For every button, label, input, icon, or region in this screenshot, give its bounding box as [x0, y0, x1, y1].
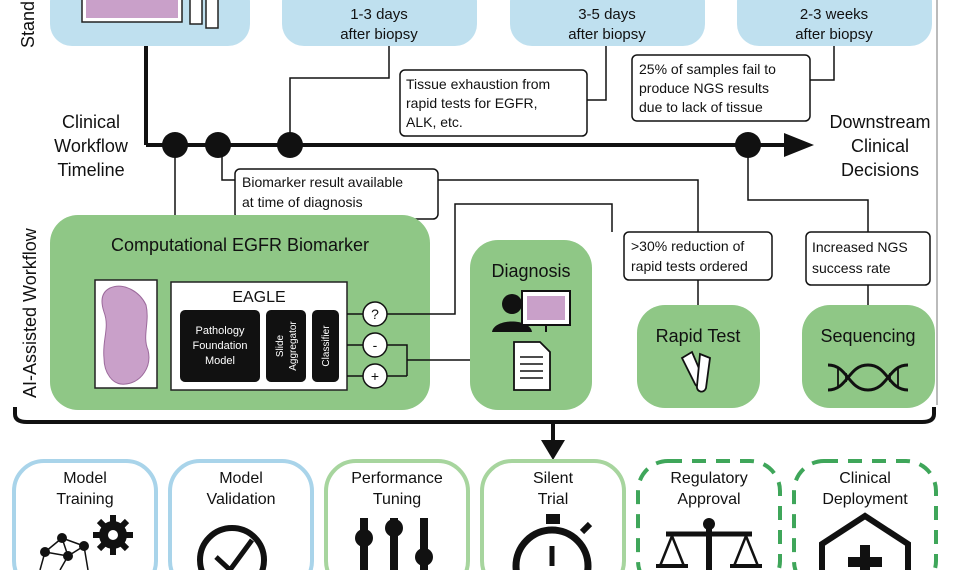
down-arrowhead [541, 440, 565, 460]
svg-text:after biopsy: after biopsy [568, 26, 646, 43]
ai-workflow-label: AI-Assisted Workflow [20, 227, 40, 398]
svg-text:Deployment: Deployment [822, 491, 908, 508]
svg-text:due to lack of tissue: due to lack of tissue [639, 99, 763, 115]
svg-text:Approval: Approval [677, 491, 740, 508]
pathologist-icon [492, 290, 571, 332]
svg-text:rapid tests for EGFR,: rapid tests for EGFR, [406, 95, 537, 111]
svg-text:Tissue exhaustion from: Tissue exhaustion from [406, 76, 550, 92]
svg-text:Pathology: Pathology [196, 325, 245, 337]
svg-text:after biopsy: after biopsy [795, 26, 873, 43]
report-document-icon [513, 341, 551, 391]
svg-text:rapid tests ordered: rapid tests ordered [631, 258, 748, 274]
svg-text:Trial: Trial [538, 491, 569, 508]
svg-text:Clinical: Clinical [851, 136, 909, 156]
foundation-model-block [180, 310, 260, 382]
svg-text:Slide: Slide [275, 334, 286, 357]
slide-aggregator-label: Slide Aggregator [275, 321, 299, 371]
network-gear-icon [39, 515, 133, 571]
svg-text:Model: Model [205, 355, 235, 367]
output-negative: - [362, 332, 388, 358]
svg-text:+: + [371, 368, 379, 384]
slide-stack-icon [81, 0, 219, 29]
top-box-2: 3-5 days after biopsy [510, 0, 705, 46]
svg-text:Downstream: Downstream [829, 112, 930, 132]
svg-text:Tuning: Tuning [373, 491, 421, 508]
note-tissue-exhaustion: Tissue exhaustion from rapid tests for E… [399, 69, 588, 137]
classifier-block [312, 310, 339, 382]
diagnosis-label: Diagnosis [491, 261, 570, 281]
svg-text:Model: Model [63, 470, 107, 487]
svg-text:ALK, etc.: ALK, etc. [406, 114, 463, 130]
top-box-3: 2-3 weeks after biopsy [737, 0, 932, 46]
rapid-test-card [637, 305, 760, 408]
scales-icon [656, 518, 762, 575]
svg-text:Foundation: Foundation [192, 340, 247, 352]
note-ngs-success: Increased NGS success rate [805, 231, 931, 286]
svg-text:Increased NGS: Increased NGS [812, 239, 908, 255]
svg-text:Clinical: Clinical [62, 112, 120, 132]
output-positive: + [362, 363, 388, 389]
timeline-node-3 [277, 132, 303, 158]
svg-text:Aggregator: Aggregator [288, 321, 299, 371]
stopwatch-icon [512, 514, 593, 575]
svg-text:Regulatory: Regulatory [670, 470, 747, 487]
note-rapid-reduction: >30% reduction of rapid tests ordered [623, 231, 773, 281]
tissue-slide-image [94, 279, 158, 389]
svg-text:?: ? [371, 306, 379, 322]
svg-text:Biomarker result available: Biomarker result available [242, 174, 403, 190]
svg-text:produce NGS results: produce NGS results [639, 80, 769, 96]
biomarker-panel-title: Computational EGFR Biomarker [111, 235, 369, 255]
svg-text:Validation: Validation [206, 491, 275, 508]
sequencing-label: Sequencing [820, 326, 915, 346]
svg-text:at time of diagnosis: at time of diagnosis [242, 194, 363, 210]
svg-text:Workflow: Workflow [54, 136, 129, 156]
svg-text:Model: Model [219, 470, 263, 487]
svg-text:25% of samples fail to: 25% of samples fail to [639, 61, 776, 77]
svg-text:-: - [373, 337, 378, 353]
svg-text:success rate: success rate [812, 260, 891, 276]
timeline-label-left: Clinical Workflow Timeline [54, 112, 129, 180]
svg-text:Training: Training [56, 491, 113, 508]
test-tubes-icon [680, 350, 711, 393]
svg-text:3-5 days: 3-5 days [578, 6, 636, 23]
stage-model-validation: Model Validation [168, 459, 314, 575]
hospital-icon [819, 512, 911, 575]
timeline-label-right: Downstream Clinical Decisions [829, 112, 930, 180]
note-ngs-failure: 25% of samples fail to produce NGS resul… [631, 54, 811, 122]
sliders-icon [355, 518, 433, 575]
eagle-label: EAGLE [232, 289, 285, 306]
foundation-model-label: Pathology Foundation Model [192, 325, 247, 367]
ai-workflow-bracket [13, 407, 936, 424]
dna-icon [827, 363, 909, 392]
svg-text:after biopsy: after biopsy [340, 26, 418, 43]
svg-text:Decisions: Decisions [841, 160, 919, 180]
svg-text:Performance: Performance [351, 470, 443, 487]
stage-clinical-deployment: Clinical Deployment [792, 459, 938, 575]
svg-text:1-3 days: 1-3 days [350, 6, 408, 23]
rapid-test-label: Rapid Test [656, 326, 741, 346]
svg-text:>30% reduction of: >30% reduction of [631, 238, 744, 254]
sequencing-card [802, 305, 935, 408]
stage-performance-tuning: Performance Tuning [324, 459, 470, 575]
stage-regulatory-approval: Regulatory Approval [636, 459, 782, 575]
top-box-1: 1-3 days after biopsy [282, 0, 477, 46]
classifier-label: Classifier [321, 325, 332, 367]
stage-silent-trial: Silent Trial [480, 459, 626, 575]
timeline-node-2 [205, 132, 231, 158]
timeline-node-1 [162, 132, 188, 158]
timeline-arrowhead [784, 133, 814, 157]
svg-text:Silent: Silent [533, 470, 574, 487]
output-unknown: ? [362, 301, 388, 327]
svg-text:2-3 weeks: 2-3 weeks [800, 6, 868, 23]
svg-text:Clinical: Clinical [839, 470, 891, 487]
slide-aggregator-block [266, 310, 306, 382]
note-biomarker-result: Biomarker result available at time of di… [234, 168, 439, 220]
standard-workflow-label: Stand [18, 1, 38, 48]
timeline-node-4 [735, 132, 761, 158]
svg-text:Timeline: Timeline [57, 160, 124, 180]
stage-model-training: Model Training [12, 459, 158, 575]
